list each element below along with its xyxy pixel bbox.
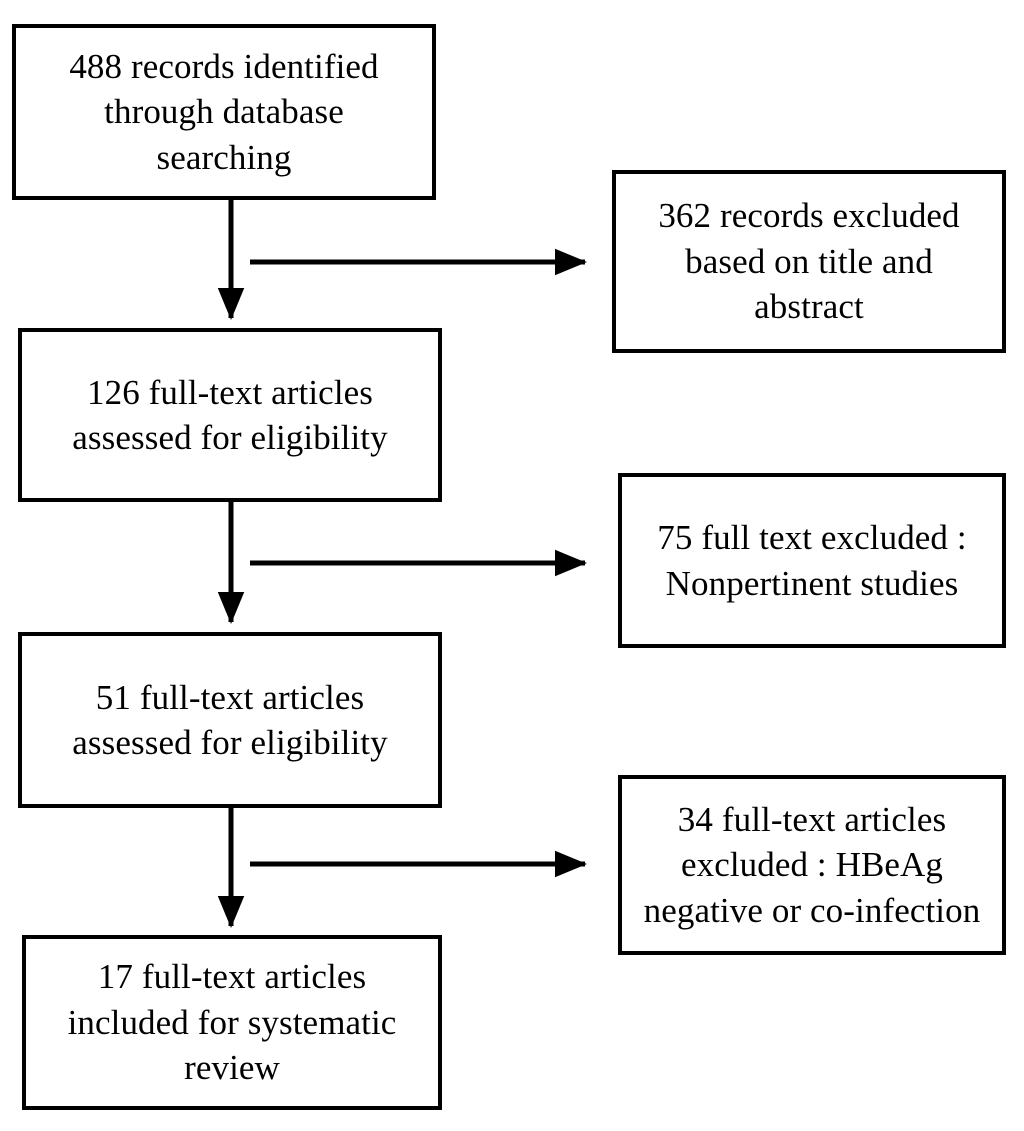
node-excluded-nonpertinent-label: 75 full text excluded : Nonpertinent stu… [657,518,967,603]
node-records-identified: 488 records identified through database … [12,24,436,200]
node-full-text-assessed-51-label: 51 full-text articles assessed for eligi… [72,677,388,763]
node-records-identified-label: 488 records identified through database … [69,46,379,177]
node-excluded-hbeag-coinfection-label: 34 full-text articles excluded : HBeAg n… [643,799,981,930]
node-included-systematic-review: 17 full-text articles included for syste… [22,935,442,1110]
node-included-systematic-review-label: 17 full-text articles included for syste… [67,957,397,1088]
node-excluded-title-abstract-label: 362 records excluded based on title and … [658,196,960,327]
node-excluded-title-abstract: 362 records excluded based on title and … [612,170,1006,353]
node-excluded-nonpertinent: 75 full text excluded : Nonpertinent stu… [618,473,1006,648]
node-full-text-assessed-126-label: 126 full-text articles assessed for elig… [72,372,388,458]
node-excluded-hbeag-coinfection: 34 full-text articles excluded : HBeAg n… [618,775,1006,955]
node-full-text-assessed-51: 51 full-text articles assessed for eligi… [18,632,442,808]
node-full-text-assessed-126: 126 full-text articles assessed for elig… [18,328,442,502]
